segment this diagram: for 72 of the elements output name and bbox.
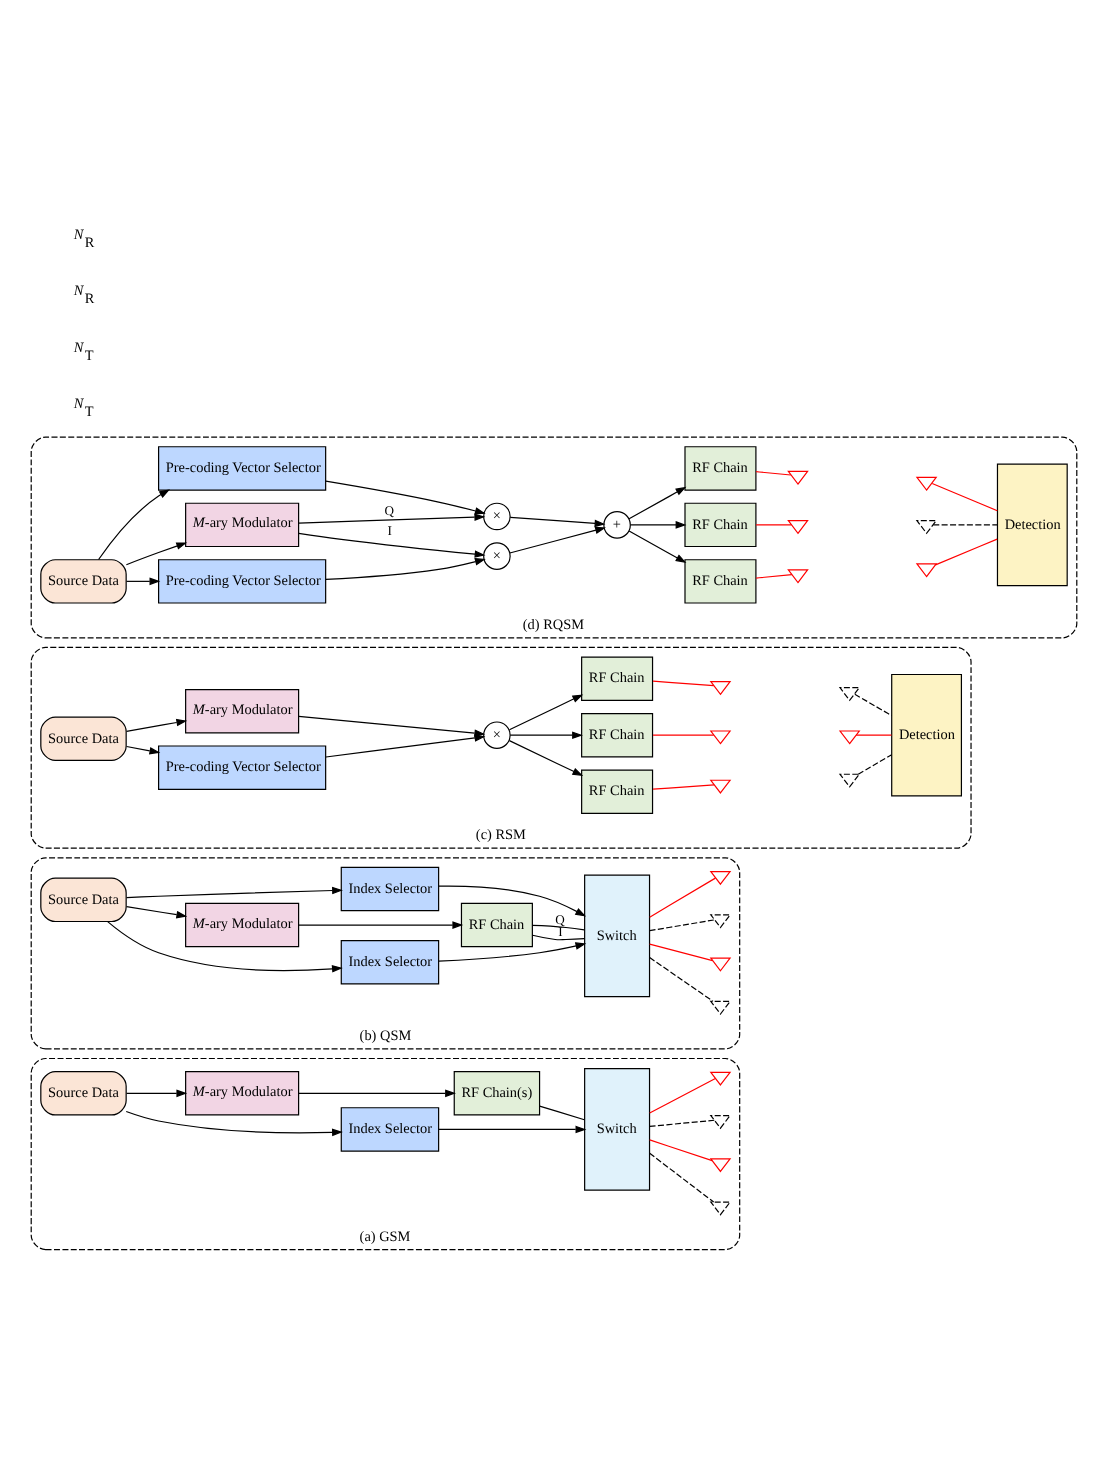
arrow [628,486,687,520]
arrow [298,921,464,929]
arrow [125,542,188,566]
node-triangle [838,687,861,702]
node-triangle [915,520,938,535]
node-triangle [838,773,861,788]
connector [531,934,585,941]
connector [755,574,793,579]
node-triangle [709,871,732,886]
node-triangle [709,730,732,745]
node-triangle [838,730,861,745]
arrow [298,1089,456,1098]
arrow [509,516,606,528]
node-triangle [709,1114,732,1130]
arrow [125,1089,188,1098]
arrow [509,731,583,739]
connector [857,754,893,775]
connector [854,693,893,717]
arrow [438,885,587,917]
arrow [125,577,161,586]
connector [649,943,714,962]
node-triangle [709,681,732,696]
connector [934,538,998,566]
arrow [298,513,486,524]
node-triangle [709,1158,732,1173]
arrow [125,718,188,732]
arrow [628,530,687,563]
connector [755,524,792,526]
arrow [125,886,343,899]
arrow [125,745,161,755]
arrow [325,558,486,580]
connector [539,1105,585,1121]
arrow [125,1110,343,1137]
connector [649,1119,715,1127]
arrow [298,715,486,737]
connector [649,1139,713,1162]
arrow [125,906,188,919]
connector [755,471,792,476]
connector [649,1077,716,1114]
connector [855,734,893,736]
node-triangle [709,914,732,929]
connector [652,734,715,736]
arrow [98,489,171,561]
arrow [508,694,584,731]
node-triangle [709,1071,732,1086]
connector [652,680,715,687]
node-triangle [787,569,809,584]
connector [649,956,714,1002]
arrow [107,921,343,973]
node-triangle [915,476,938,492]
arrow [508,740,584,776]
connector [931,482,998,512]
node-triangle [915,563,938,578]
arrow [325,734,486,758]
node-triangle [709,1201,732,1216]
arrow [325,480,486,515]
node-triangle [709,1000,732,1015]
connector [652,784,715,790]
connector [649,919,715,932]
connector [649,877,716,918]
arrow [438,942,587,962]
arrow [438,1125,587,1134]
arrow [298,532,486,558]
node-triangle [787,470,809,485]
node-triangle [787,520,809,535]
arrow [509,526,606,554]
node-triangle [709,957,732,972]
connector [531,924,585,931]
arrow [630,521,687,529]
node-triangle [709,779,732,794]
connector [932,524,998,526]
connector [649,1152,715,1203]
